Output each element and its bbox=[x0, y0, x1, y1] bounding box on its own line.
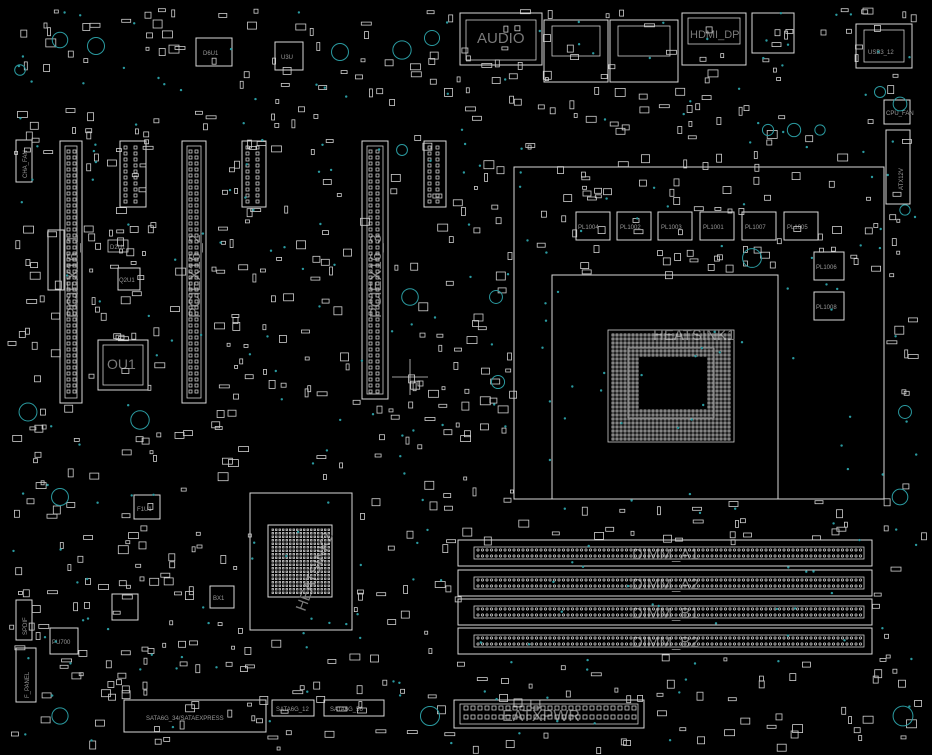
pl1005-label: PL1005 bbox=[787, 225, 808, 231]
pu700-label: PU700 bbox=[52, 640, 71, 646]
edge-headers: ATX12V SPDIF F_PANEL CHA_FAN CPU_FAN bbox=[15, 99, 914, 703]
component-details bbox=[7, 7, 927, 754]
pl1002-label: PL1002 bbox=[620, 225, 641, 231]
atx12v-label: ATX12V bbox=[899, 168, 905, 190]
spdif-label: SPDIF bbox=[23, 617, 29, 635]
sata12-label: SATA6G_12 bbox=[276, 707, 309, 713]
f1u1-label: F1U1 bbox=[137, 507, 152, 513]
pl1004-label: PL1004 bbox=[578, 225, 599, 231]
cha-fan-label: CHA_FAN bbox=[23, 150, 29, 178]
dimm-a2-label: DIMM_A2 bbox=[632, 576, 699, 593]
dimm-slots: DIMM_A1 DIMM_A2 DIMM_B1 DIMM_B2 bbox=[457, 539, 873, 655]
cpu-fan-label: CPU_FAN bbox=[886, 111, 914, 117]
sata-express-label: SATA6G_34/SATAEXPRESS bbox=[146, 716, 224, 722]
usb-label: USB3_12 bbox=[868, 50, 894, 56]
dimm-b2-label: DIMM_B2 bbox=[632, 634, 699, 651]
pl1001-label: PL1001 bbox=[703, 225, 724, 231]
pl1007-label: PL1007 bbox=[745, 225, 766, 231]
dimm-b1-label: DIMM_B1 bbox=[632, 605, 699, 622]
fpanel-label: F_PANEL bbox=[25, 671, 31, 698]
pl1006-label: PL1006 bbox=[816, 265, 837, 271]
u3u-label: U3U bbox=[281, 55, 293, 61]
ou1-label: OU1 bbox=[107, 356, 136, 372]
hdmi-label: HDMI_DP bbox=[690, 29, 740, 41]
left-components: OU1 Q2U1 D2U1 F1U1 BX1 PU700 bbox=[49, 239, 235, 655]
dimm-a1-label: DIMM_A1 bbox=[632, 546, 699, 563]
d6u1-label: D6U1 bbox=[203, 51, 219, 57]
rear-io-connectors: AUDIO HDMI_DP USB3_12 D6U1 U3U bbox=[195, 12, 913, 83]
bx1-label: BX1 bbox=[213, 596, 225, 602]
pl1003-label: PL1003 bbox=[661, 225, 682, 231]
pl1008-label: PL1008 bbox=[816, 305, 837, 311]
d2u1-label: D2U1 bbox=[110, 245, 126, 251]
audio-label: AUDIO bbox=[477, 30, 525, 47]
q2u1-label: Q2U1 bbox=[119, 278, 135, 284]
vrm-chokes: PL1004 PL1002 PL1003 PL1001 PL1007 PL100… bbox=[575, 211, 845, 321]
